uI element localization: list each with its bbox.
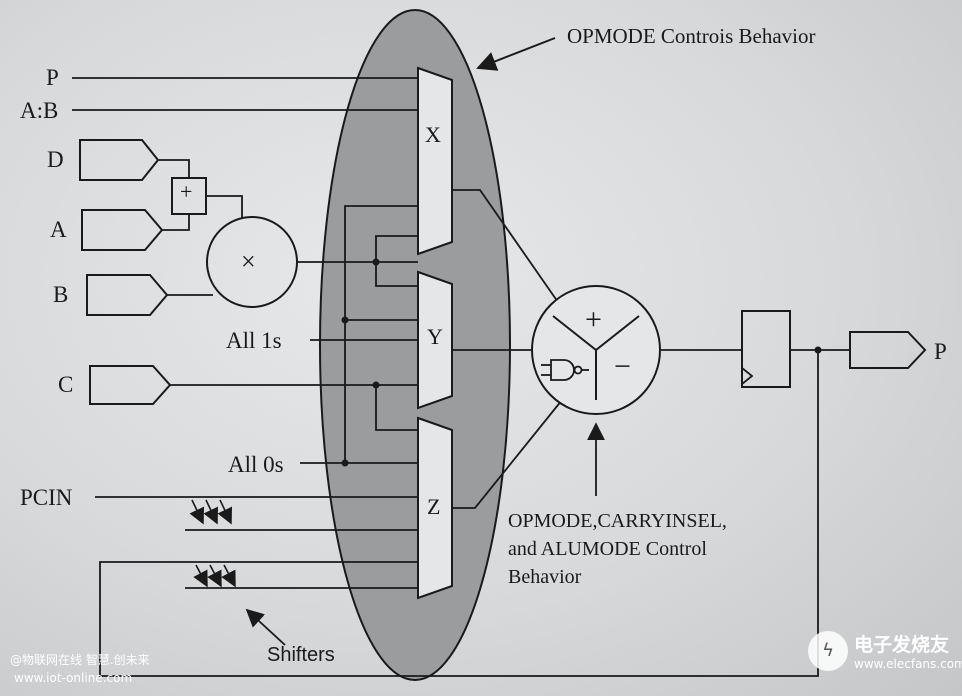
control-note-line-1: OPMODE,CARRYINSEL, — [508, 510, 727, 532]
pre-adder-sign: + — [180, 179, 193, 204]
z-mux-label: Z — [427, 494, 441, 519]
title-pointer-arrow — [476, 37, 556, 71]
z-mux — [417, 416, 453, 600]
b-input-register — [86, 274, 169, 316]
opmode-ellipse — [319, 9, 511, 681]
y-mux — [417, 270, 453, 410]
x-mux-output-wire — [452, 189, 561, 306]
multiplier-output-wires — [297, 235, 418, 287]
elecfans-logo: ϟ 电子发烧友 www.elecfans.com — [808, 630, 962, 671]
clock-triangle — [741, 367, 754, 385]
p-output-buffer — [849, 331, 927, 369]
multiplier-junction-dot — [372, 258, 380, 266]
d-input-label: D — [47, 147, 64, 172]
z-mux-output-wire — [452, 399, 563, 509]
lightning-bolt-icon: ϟ — [808, 630, 848, 671]
x-mux — [417, 66, 453, 256]
c-input-register — [89, 365, 172, 405]
logic-gate-icon — [541, 359, 589, 381]
all-zeros-junction-dot — [341, 459, 349, 467]
control-note-line-2: and ALUMODE Control — [508, 538, 707, 560]
feedback-path — [99, 350, 819, 677]
multiply-sign: × — [241, 247, 256, 276]
p-input-label: P — [46, 65, 59, 90]
y-mux-label: Y — [427, 324, 443, 349]
b-input-label: B — [53, 282, 69, 307]
watermark-line-1: @物联网在线 智慧.创未来 — [10, 653, 150, 667]
shifters-label: Shifters — [267, 644, 335, 666]
control-note-line-3: Behavior — [508, 566, 582, 588]
x-mux-label: X — [425, 122, 441, 147]
opmode-title: OPMODE Controis Behavior — [567, 24, 816, 48]
all-ones-label: All 1s — [226, 328, 282, 353]
a-input-register — [81, 209, 164, 251]
p-output-label: P — [934, 339, 947, 364]
all-ones-wires — [310, 205, 418, 463]
alu-minus-sign: − — [614, 350, 631, 383]
pre-adder-wires — [158, 159, 243, 231]
shifter-arrows — [189, 499, 236, 588]
d-input-register — [79, 139, 160, 181]
watermark-line-2: www.iot-online.com — [14, 671, 133, 685]
logo-url: www.elecfans.com — [854, 657, 962, 671]
shifters-pointer-arrow — [245, 608, 286, 646]
c-junction-dot — [372, 381, 380, 389]
logo-name: 电子发烧友 — [854, 634, 950, 656]
output-junction-dot — [814, 346, 822, 354]
a-input-label: A — [50, 217, 67, 242]
output-register — [741, 310, 791, 388]
all-zeros-wires — [300, 319, 418, 464]
alu-dividers — [552, 315, 640, 400]
ab-input-label: A:B — [20, 98, 59, 123]
c-input-label: C — [58, 372, 74, 397]
alu-plus-sign: + — [585, 303, 602, 336]
all-zeros-label: All 0s — [228, 452, 284, 477]
pcin-input-label: PCIN — [20, 485, 73, 510]
